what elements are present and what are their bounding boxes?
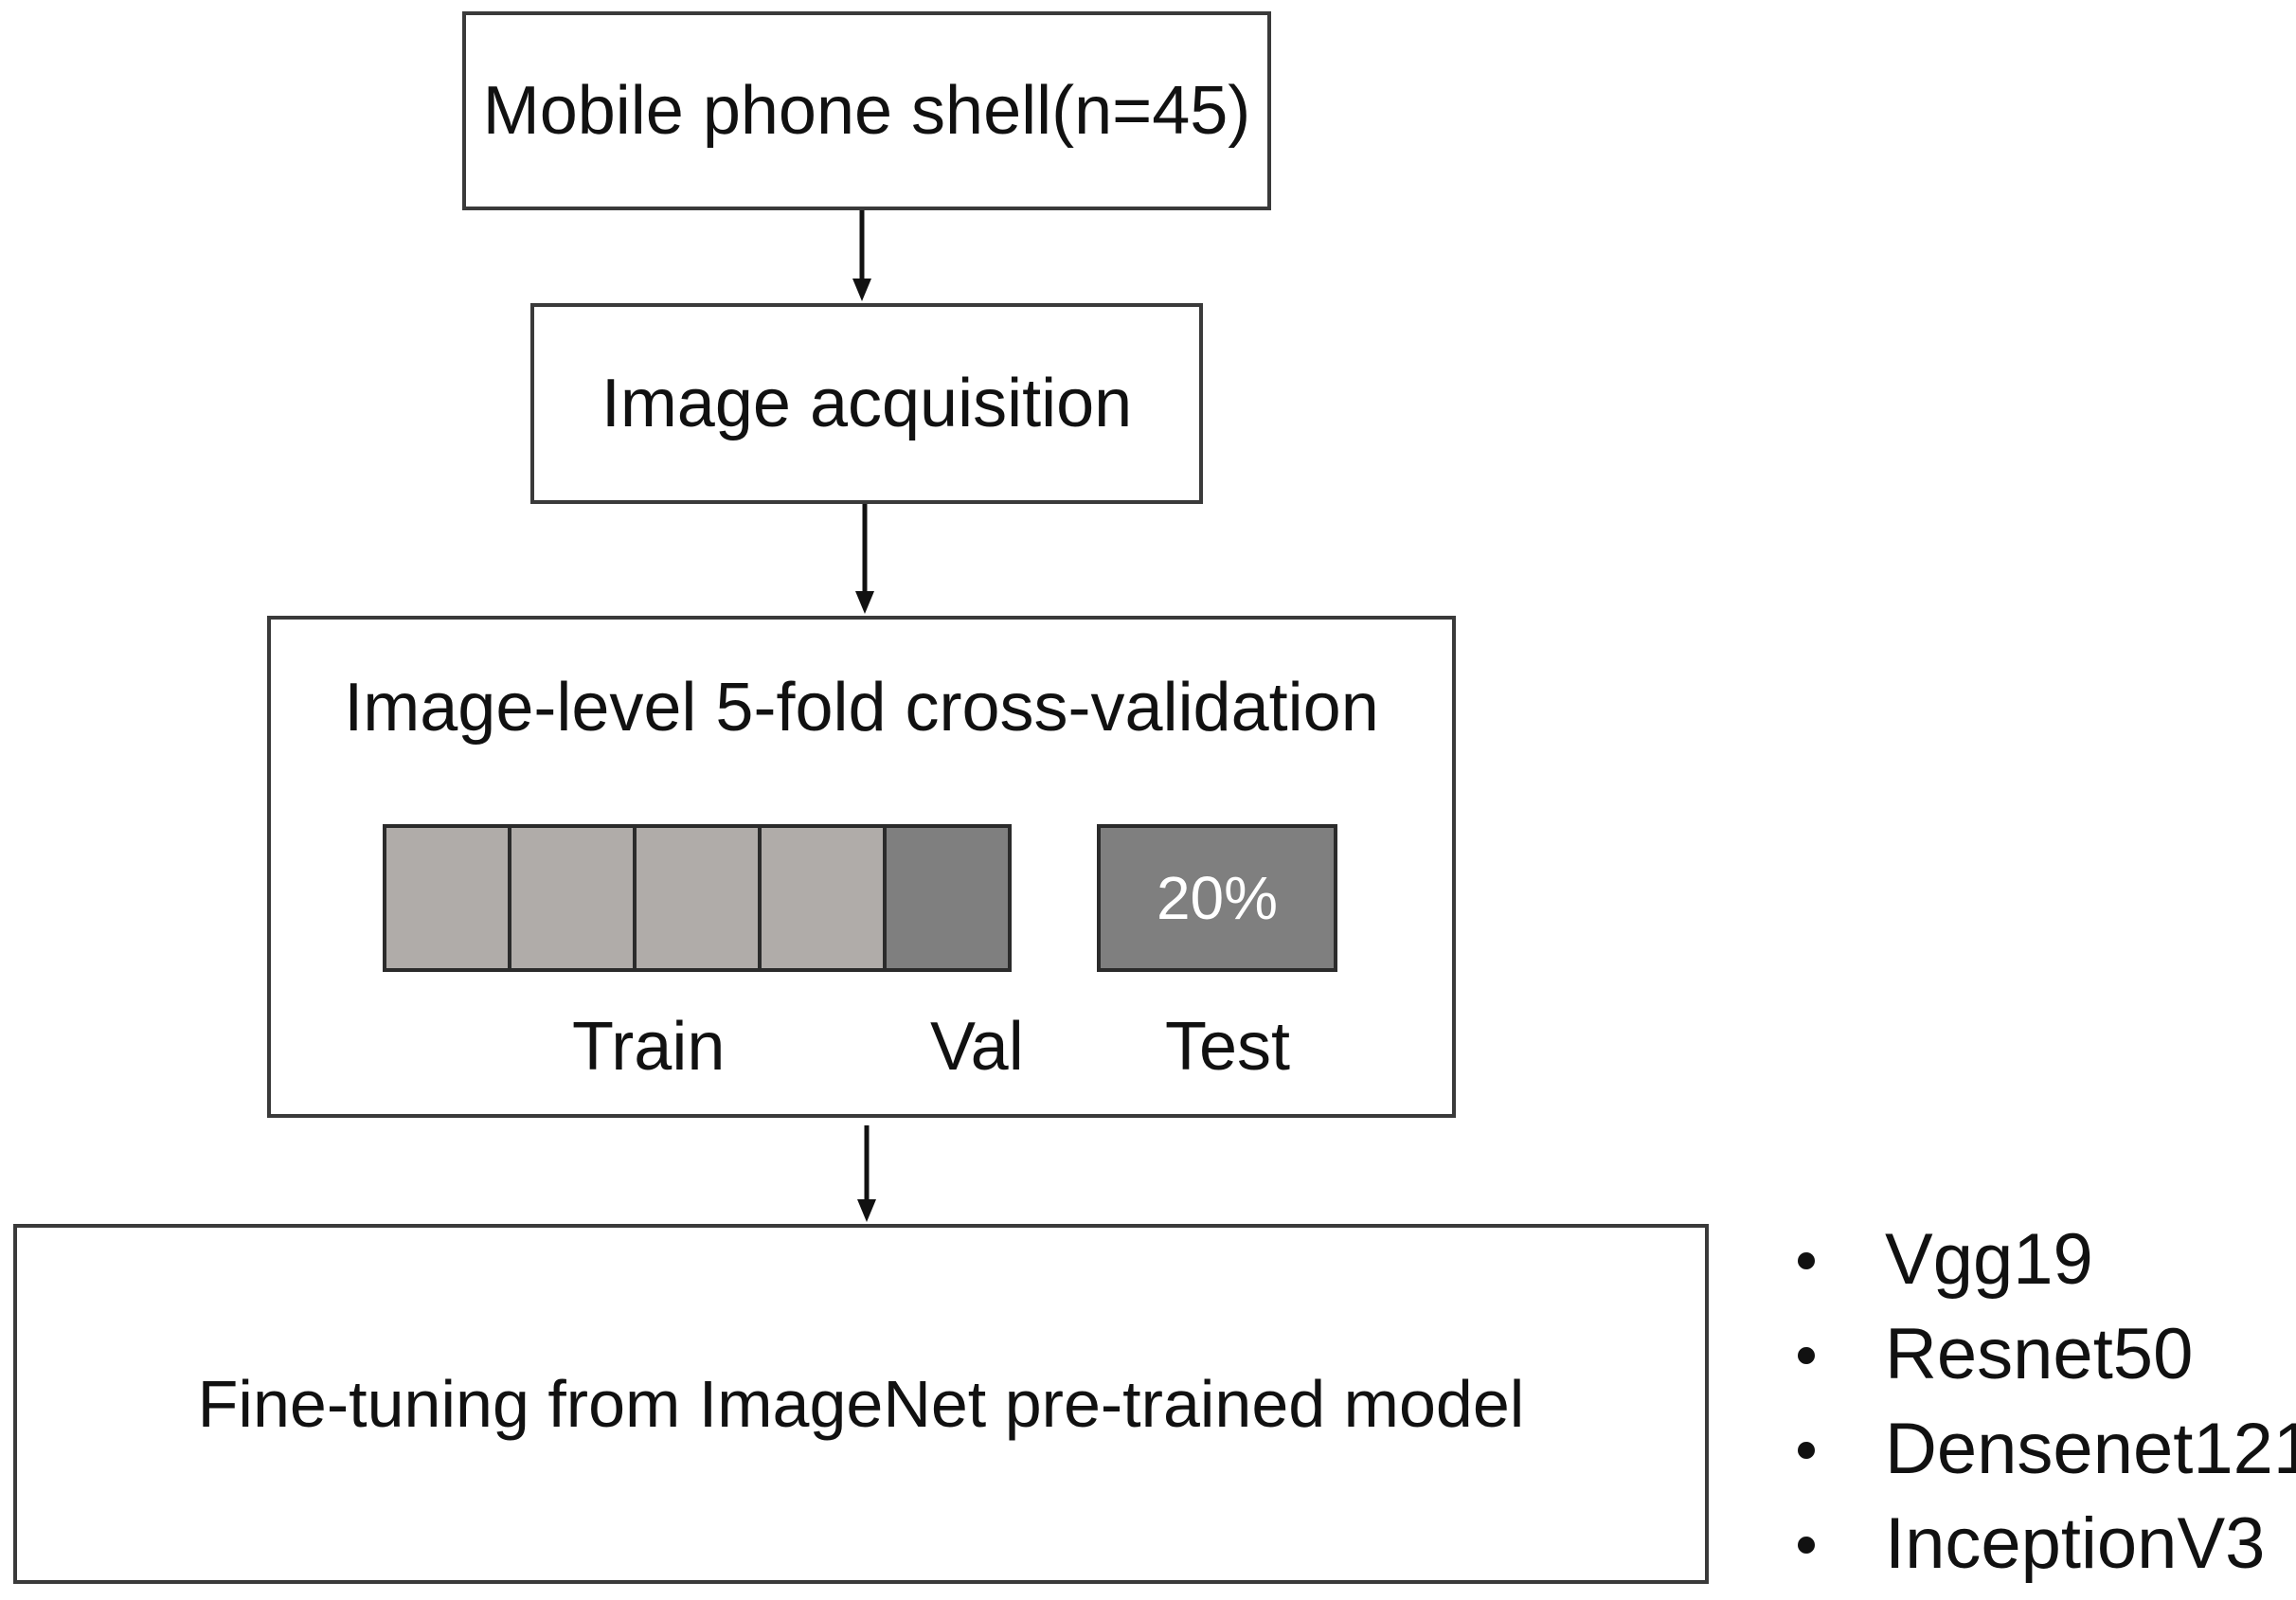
arrow-acquisition-to-cv	[855, 504, 874, 614]
train-label: Train	[572, 1009, 726, 1085]
arrow-cv-to-fine-tuning	[857, 1125, 876, 1222]
bullet-icon	[1798, 1537, 1815, 1554]
train-fold-3	[633, 824, 762, 972]
model-list: Vgg19 Resnet50 Densenet121 InceptionV3	[1781, 1213, 2296, 1591]
mobile-phone-shell-box: Mobile phone shell(n=45)	[462, 11, 1271, 210]
image-acquisition-label: Image acquisition	[601, 366, 1133, 441]
arrow-shell-to-acquisition	[852, 210, 871, 301]
image-acquisition-box: Image acquisition	[530, 303, 1203, 504]
model-name: Resnet50	[1885, 1314, 2194, 1394]
test-label: Test	[1165, 1009, 1291, 1085]
bullet-icon	[1798, 1252, 1815, 1269]
test-split: 20%	[1097, 824, 1337, 972]
train-fold-1	[383, 824, 511, 972]
model-item: Resnet50	[1781, 1307, 2296, 1402]
mobile-phone-shell-label: Mobile phone shell(n=45)	[482, 73, 1251, 149]
bullet-icon	[1798, 1442, 1815, 1459]
train-fold-2	[508, 824, 637, 972]
test-percent-label: 20%	[1156, 864, 1279, 932]
model-name: Densenet121	[1885, 1409, 2296, 1489]
train-fold-4	[758, 824, 887, 972]
model-name: Vgg19	[1885, 1219, 2093, 1300]
fine-tuning-box: Fine-tuning from ImageNet pre-trained mo…	[13, 1224, 1709, 1584]
model-item: Vgg19	[1781, 1213, 2296, 1307]
model-item: InceptionV3	[1781, 1497, 2296, 1591]
val-fold	[883, 824, 1012, 972]
model-name: InceptionV3	[1885, 1503, 2266, 1584]
val-label: Val	[930, 1009, 1024, 1085]
cross-validation-title: Image-level 5-fold cross-validation	[344, 670, 1379, 746]
fine-tuning-label: Fine-tuning from ImageNet pre-trained mo…	[197, 1367, 1525, 1441]
model-item: Densenet121	[1781, 1402, 2296, 1497]
cross-validation-box: Image-level 5-fold cross-validation 20% …	[267, 616, 1456, 1118]
bullet-icon	[1798, 1347, 1815, 1364]
